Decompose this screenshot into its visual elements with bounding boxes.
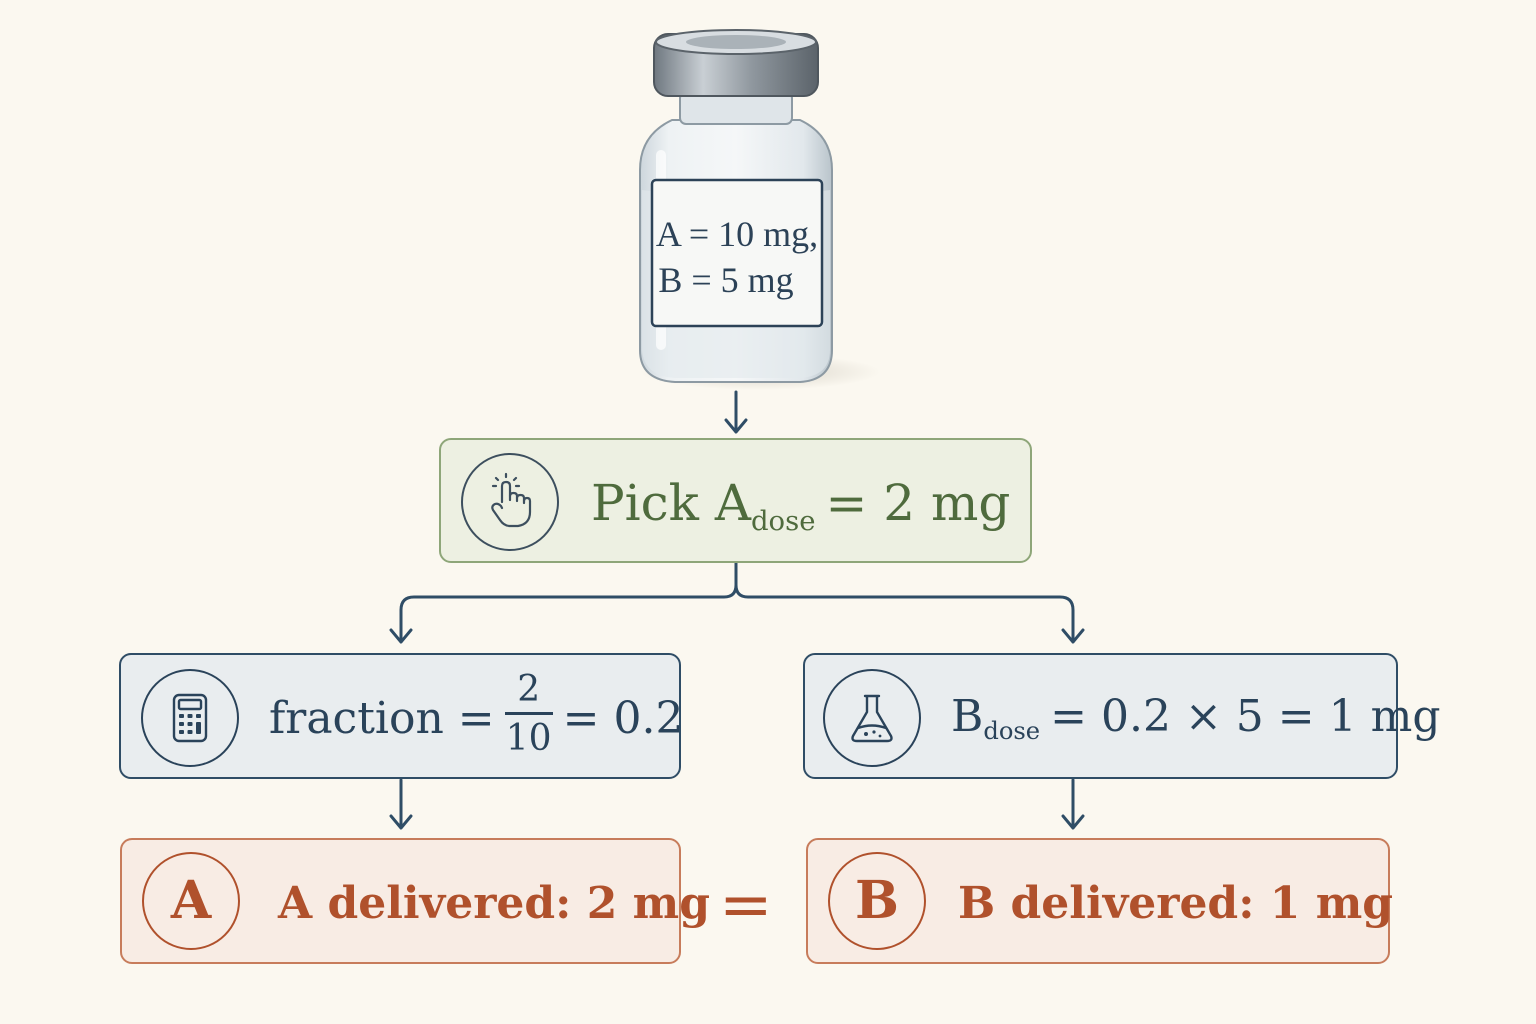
vial-illustration: A = 10 mg, B = 5 mg: [639, 29, 880, 390]
branch-line-right: [734, 583, 1085, 644]
letter-b-badge: B: [828, 852, 926, 950]
pick-suffix: = 2 mg: [825, 474, 1011, 532]
fraction-label: fraction =: [269, 692, 495, 744]
result-a-text: A delivered: 2 mg: [278, 878, 710, 929]
fraction-bar: [504, 711, 553, 715]
tap-hand-icon: [461, 453, 559, 551]
letter-a-badge: A: [142, 852, 240, 950]
arrow-bdose-to-b: [1061, 778, 1085, 830]
fraction-box: fraction = 2 10 = 0.2: [119, 653, 684, 779]
badge-a-letter: A: [170, 870, 212, 931]
calculator-icon: [141, 669, 239, 767]
result-b-text: B delivered: 1 mg: [958, 878, 1394, 929]
vial-label-line2: B = 5 mg: [658, 260, 793, 300]
result-b-box: B B delivered: 1 mg: [806, 838, 1394, 964]
badge-b-letter: B: [855, 870, 899, 931]
branch-line: [389, 561, 738, 644]
fraction-stack: 2 10: [504, 668, 553, 759]
vial-label-line1: A = 10 mg,: [656, 214, 818, 254]
equals-sign: =: [719, 868, 773, 942]
b-dose-expression: = 0.2 × 5 = 1 mg: [1050, 691, 1441, 742]
arrow-vial-to-pick: [724, 390, 748, 434]
pick-prefix: Pick A: [591, 474, 751, 532]
fraction-numerator: 2: [517, 668, 541, 710]
pick-dose-text: Pick Adose = 2 mg: [591, 474, 1011, 537]
result-a-box: A A delivered: 2 mg: [120, 838, 710, 964]
b-dose-box: Bdose = 0.2 × 5 = 1 mg: [803, 653, 1441, 779]
pick-dose-box: Pick Adose = 2 mg: [439, 438, 1032, 563]
vial-label: [650, 178, 824, 328]
fraction-result: = 0.2: [562, 692, 684, 744]
arrow-fraction-to-a: [389, 778, 413, 830]
fraction-text: fraction = 2 10 = 0.2: [269, 668, 684, 761]
flask-icon: [823, 669, 921, 767]
b-dose-text: Bdose = 0.2 × 5 = 1 mg: [951, 691, 1441, 746]
fraction-denominator: 10: [505, 717, 552, 759]
b-dose-subscript: dose: [983, 717, 1041, 746]
b-dose-prefix: B: [951, 691, 984, 742]
pick-subscript: dose: [750, 504, 816, 537]
